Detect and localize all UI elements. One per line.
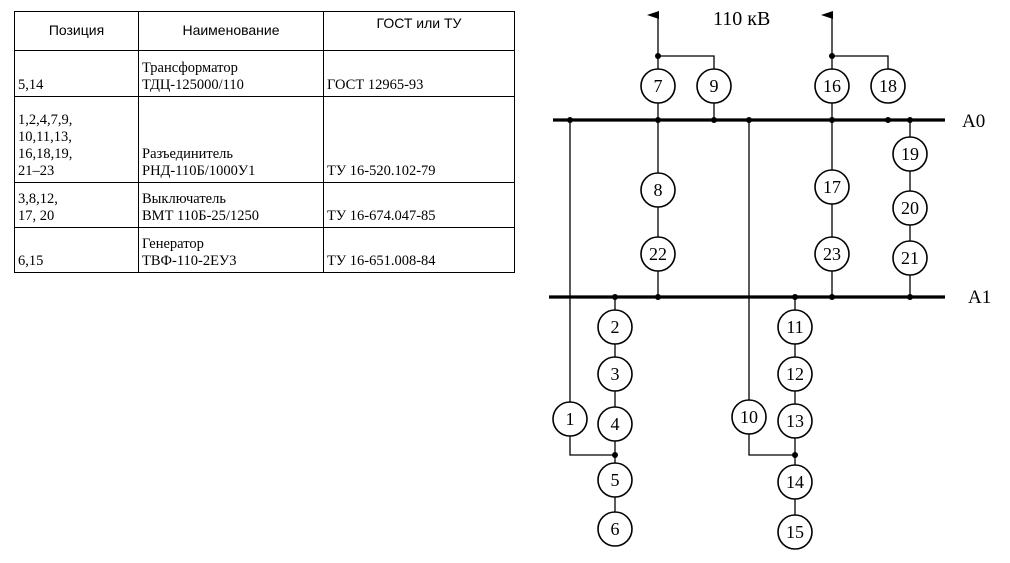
bus-label-a0: A0 (962, 111, 985, 132)
element-13 (777, 403, 813, 439)
position-cell: 5,14 (14, 50, 139, 97)
position-text: 17, 20 (18, 208, 55, 224)
equipment-model: ТДЦ-125000/110 (142, 77, 244, 93)
element-12 (777, 356, 813, 392)
element-label-14: 14 (786, 472, 804, 492)
element-label-19: 19 (901, 144, 919, 164)
element-label-13: 13 (786, 411, 804, 431)
position-text: 21–23 (18, 163, 55, 179)
element-16 (814, 68, 850, 104)
element-label-23: 23 (823, 244, 841, 264)
element-3 (597, 356, 633, 392)
element-4 (597, 406, 633, 442)
element-9 (696, 68, 732, 104)
standard-cell: ТУ 16-674.047-85 (323, 182, 515, 228)
element-label-6: 6 (611, 519, 620, 539)
element-label-16: 16 (823, 76, 841, 96)
element-label-5: 5 (611, 470, 620, 490)
specification-table: Позиция Наименование ГОСТ или ТУ 5,14 Тр… (14, 11, 515, 273)
position-text: 1,2,4,7,9, (18, 112, 73, 128)
equipment-model: ВМТ 110Б-25/1250 (142, 208, 259, 224)
element-5 (597, 462, 633, 498)
element-label-20: 20 (901, 198, 919, 218)
element-22 (640, 236, 676, 272)
element-8 (640, 172, 676, 208)
element-label-12: 12 (786, 364, 804, 384)
equipment-type: Трансформатор (142, 60, 238, 76)
column-header-name: Наименование (138, 11, 324, 51)
bus-label-a1: A1 (968, 287, 991, 308)
position-text: 10,11,13, (18, 129, 72, 145)
standard-cell: ТУ 16-651.008-84 (323, 227, 515, 273)
element-17 (814, 169, 850, 205)
table-header-row: Позиция Наименование ГОСТ или ТУ (14, 11, 515, 51)
element-20 (892, 190, 928, 226)
element-14 (777, 464, 813, 500)
position-text: 6,15 (18, 253, 44, 269)
column-header-position: Позиция (14, 11, 139, 51)
table-row: 1,2,4,7,9, 10,11,13, 16,18,19, 21–23 Раз… (14, 96, 515, 183)
element-15 (777, 514, 813, 550)
element-label-22: 22 (649, 244, 667, 264)
position-cell: 1,2,4,7,9, 10,11,13, 16,18,19, 21–23 (14, 96, 139, 183)
element-label-8: 8 (654, 180, 663, 200)
element-circles (552, 68, 928, 550)
element-1 (552, 401, 588, 437)
equipment-model: РНД-110Б/1000У1 (142, 163, 256, 179)
element-label-15: 15 (786, 522, 804, 542)
standard-cell: ТУ 16-520.102-79 (323, 96, 515, 183)
equipment-type: Разъединитель (142, 146, 234, 162)
element-10 (731, 399, 767, 435)
element-label-17: 17 (823, 177, 841, 197)
equipment-type: Генератор (142, 236, 204, 252)
position-text: 16,18,19, (18, 146, 73, 162)
junction-dots (567, 53, 913, 458)
element-label-7: 7 (654, 76, 663, 96)
element-label-1: 1 (566, 409, 575, 429)
element-2 (597, 309, 633, 345)
connection-lines (569, 11, 911, 515)
element-labels: 7 9 16 18 8 22 17 23 19 20 21 2 3 4 1 5 … (566, 76, 920, 542)
voltage-label: 110 кВ (713, 8, 770, 30)
position-text: 3,8,12, (18, 191, 58, 207)
equipment-type: Выключатель (142, 191, 226, 207)
element-11 (777, 309, 813, 345)
element-label-18: 18 (879, 76, 897, 96)
element-label-9: 9 (710, 76, 719, 96)
position-cell: 3,8,12,17, 20 (14, 182, 139, 228)
element-18 (870, 68, 906, 104)
position-text: 5,14 (18, 77, 44, 93)
element-label-4: 4 (611, 414, 620, 434)
element-6 (597, 511, 633, 547)
element-label-2: 2 (611, 317, 620, 337)
element-label-10: 10 (740, 407, 758, 427)
element-label-11: 11 (786, 317, 803, 337)
equipment-model: ТВФ-110-2ЕУ3 (142, 253, 237, 269)
element-7 (640, 68, 676, 104)
element-23 (814, 236, 850, 272)
element-label-3: 3 (611, 364, 620, 384)
element-19 (892, 136, 928, 172)
element-label-21: 21 (901, 248, 919, 268)
element-21 (892, 240, 928, 276)
